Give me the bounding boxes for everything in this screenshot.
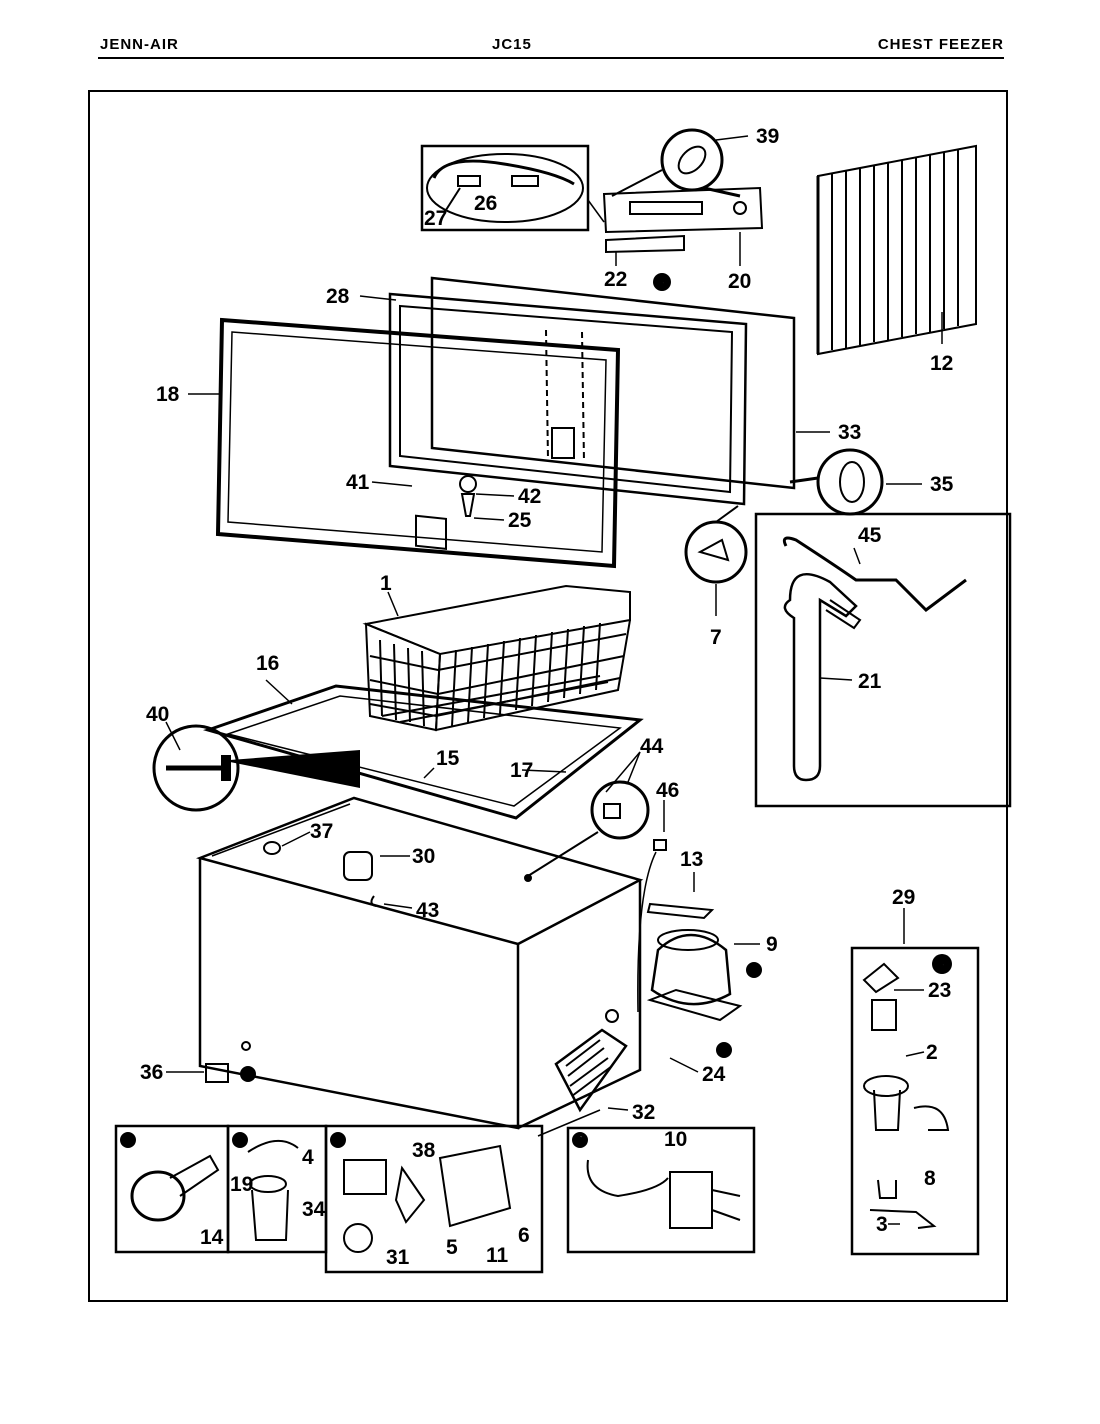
key-3-compressor: 3 [750,962,758,978]
callout-8: 8 [924,1167,936,1190]
callout-42: 42 [518,485,541,508]
callout-16: 16 [256,652,279,675]
callout-14: 14 [200,1226,224,1249]
key-1-drain: 1 [244,1066,252,1082]
wire-basket [362,584,631,732]
callout-26: 26 [474,192,497,215]
callout-18: 18 [156,383,180,406]
diagram-frame [88,90,1008,1302]
callout-24: 24 [702,1063,726,1086]
header-rule [98,57,1004,59]
callout-17: 17 [510,759,533,782]
callout-23: 23 [928,979,951,1002]
callout-12: 12 [930,352,953,375]
callout-36: 36 [140,1061,163,1084]
callout-44: 44 [640,735,664,758]
breaker-frame [203,684,644,820]
screw-detail [152,724,360,812]
light-switch-inset [420,144,590,232]
key-5-lock: 5 [937,956,945,972]
callout-30: 30 [412,845,435,868]
freezer-cabinet [196,796,644,1130]
key-5-lid: 5 [657,274,665,290]
callout-45: 45 [858,524,882,547]
model-label: JC15 [492,36,532,53]
inset-connector-line [537,1109,601,1137]
callout-5: 5 [446,1236,458,1259]
key-1-inset: 1 [124,1132,132,1148]
product-label: CHEST FEEZER [877,36,1004,53]
cabinet-small-parts [263,780,715,1013]
callout-25: 25 [508,509,532,532]
callout-29: 29 [892,886,915,909]
relay-cover [554,1009,628,1113]
inset-1-drain-hose [114,1124,230,1254]
callout-2: 2 [926,1041,938,1064]
callout-11: 11 [486,1244,509,1267]
lock-assembly-inset [850,946,980,1256]
callout-3: 3 [876,1213,888,1236]
compressor [646,929,743,1022]
callout-13: 13 [680,848,703,871]
key-3-inset: 3 [334,1132,342,1148]
callout-27: 27 [424,207,447,230]
callout-37: 37 [310,820,333,843]
detail-key-markers: 5 5 3 2 1 1 2 3 4 [120,273,952,1149]
callout-41: 41 [346,471,370,494]
callout-28: 28 [326,285,350,308]
callout-34: 34 [302,1198,326,1221]
callout-32: 32 [632,1101,655,1124]
inset-3-controls [324,1124,544,1274]
callout-labels: 39 26 27 22 20 28 12 18 33 35 41 42 25 4… [140,125,954,1269]
callout-39: 39 [756,125,779,148]
key-2-compressor: 2 [720,1042,728,1058]
lid-liner [388,292,748,506]
callout-9: 9 [766,933,778,956]
callout-38: 38 [412,1139,436,1162]
brand-label: JENN-AIR [100,36,179,53]
callout-4: 4 [302,1146,314,1169]
callout-1: 1 [380,572,392,595]
key-4-inset: 4 [576,1132,584,1148]
callout-15: 15 [436,747,460,770]
shelf-grill [816,144,977,356]
callout-35: 35 [930,473,954,496]
callout-22: 22 [604,268,627,291]
inset-4-relay [566,1126,756,1254]
callout-10: 10 [664,1128,687,1151]
callout-33: 33 [838,421,861,444]
leader-lines [165,135,943,1225]
callout-6: 6 [518,1224,530,1247]
callout-21: 21 [858,670,882,693]
callout-31: 31 [386,1246,410,1269]
lid-gasket-frame [215,317,621,569]
callout-46: 46 [656,779,679,802]
callout-19: 19 [230,1173,253,1196]
lid-outer-panel [430,276,796,490]
callout-43: 43 [416,899,439,922]
control-panel-assembly [602,128,764,254]
hinge-inset [754,512,1012,808]
callout-7: 7 [710,626,722,649]
callout-20: 20 [728,270,751,293]
key-2-inset: 2 [236,1132,244,1148]
drain-plug [205,1041,251,1083]
light-socket-parts [415,475,477,550]
callout-40: 40 [146,703,169,726]
hinge-bumper-detail [684,448,884,584]
